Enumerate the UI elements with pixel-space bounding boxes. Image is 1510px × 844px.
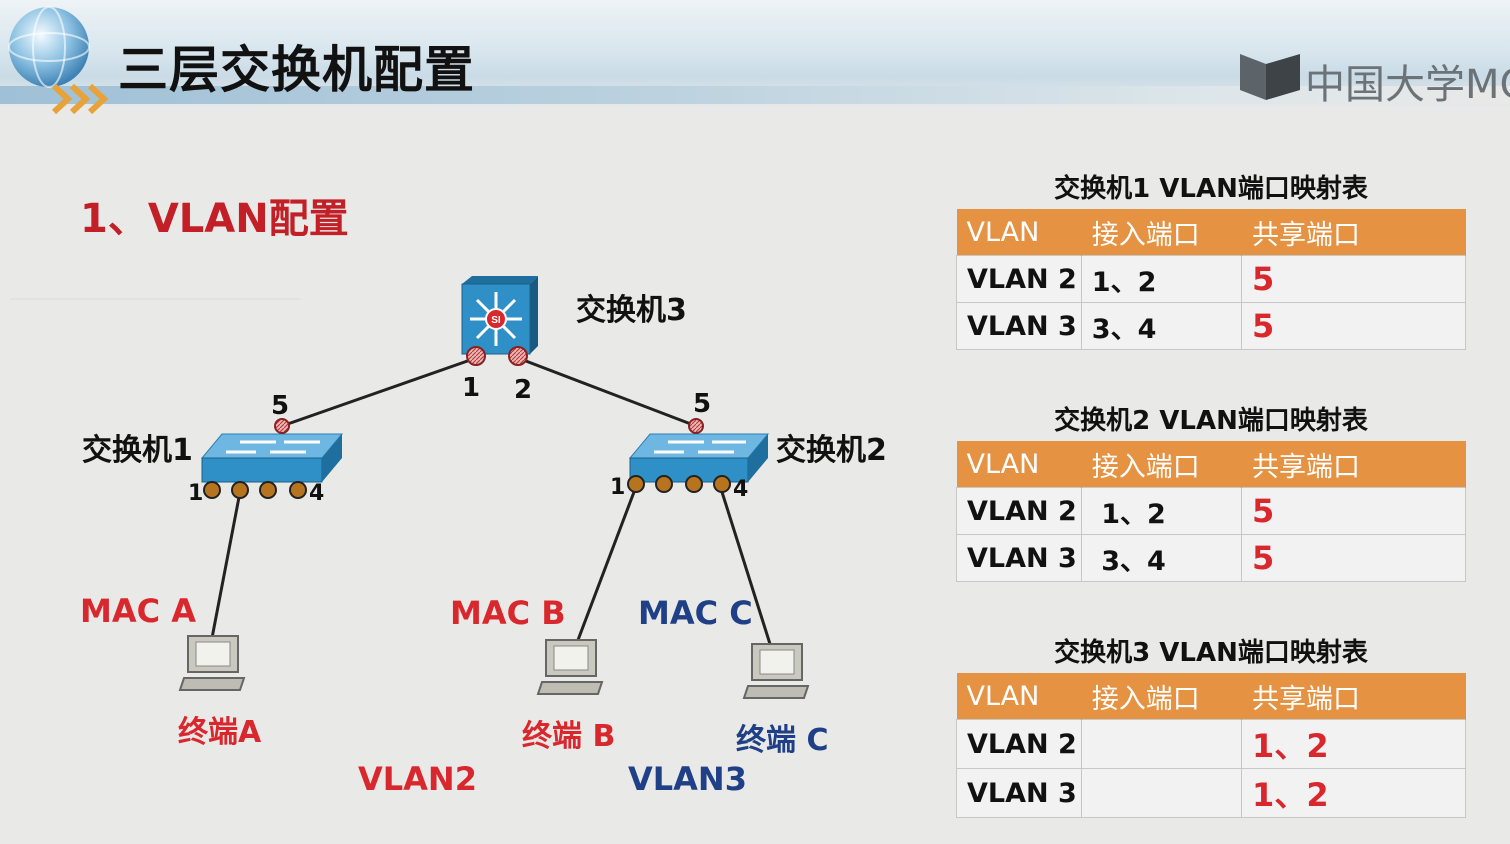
mac-c-label: MAC C: [638, 594, 753, 632]
table-cell: 1、2: [1241, 768, 1466, 818]
sw3-port-label-1: 1: [462, 373, 480, 403]
table-cell: VLAN 3: [956, 534, 1082, 582]
mac-b-label: MAC B: [450, 594, 566, 632]
section-title: 1、VLAN配置: [80, 196, 349, 242]
link-sw3-sw2: [517, 356, 697, 428]
table-header: VLAN: [956, 209, 1082, 256]
table-header: 共享端口: [1241, 673, 1466, 720]
table3: VLAN 接入端口 共享端口 VLAN 2 1、2 VLAN 3 1、2: [956, 673, 1466, 818]
network-diagram: SI: [80, 276, 887, 798]
header-band: [0, 86, 1510, 104]
mac-a-label: MAC A: [80, 592, 196, 630]
table-row: VLAN 3 1、2: [956, 768, 1466, 818]
table-cell: VLAN 2: [956, 255, 1082, 303]
layer3-switch-icon: SI: [461, 276, 538, 366]
table-row: VLAN 2 1、2 5: [956, 255, 1466, 303]
table-row: VLAN 2 1、2 5: [956, 487, 1466, 535]
switch3-label: 交换机3: [576, 293, 687, 328]
table-cell: 1、2: [1080, 487, 1243, 535]
switch2-icon: [627, 418, 770, 493]
computer-c-icon: [742, 643, 810, 699]
globe-icon: [8, 6, 90, 88]
terminal-c-label: 终端 C: [736, 723, 828, 758]
computer-a-icon: [178, 635, 246, 691]
link-sw3-sw1: [281, 356, 477, 428]
table-row: VLAN 2 1、2: [956, 719, 1466, 769]
sw1-uplink-port-label: 5: [271, 391, 289, 421]
switch2-label: 交换机2: [776, 433, 887, 468]
table3-title: 交换机3 VLAN端口映射表: [1054, 638, 1368, 668]
table-cell: VLAN 2: [956, 487, 1082, 535]
table-row: VLAN 3 3、4 5: [956, 534, 1466, 582]
table-header: VLAN: [956, 673, 1082, 720]
logo-text: 中国大学MC: [1305, 62, 1510, 108]
link-sw1-terminal-a: [210, 491, 242, 639]
table-cell: 5: [1241, 534, 1466, 582]
terminal-a-label: 终端A: [178, 715, 262, 750]
sw2-port-last-label: 4: [733, 477, 748, 502]
table-cell: 3、4: [1080, 534, 1243, 582]
vlan3-label: VLAN3: [628, 760, 747, 798]
switch1-label: 交换机1: [82, 433, 193, 468]
table-header: VLAN: [956, 441, 1082, 488]
terminal-b-label: 终端 B: [522, 719, 615, 754]
table-row: VLAN 3 3、4 5: [956, 302, 1466, 350]
sw2-port-first-label: 1: [610, 475, 625, 500]
table-header: 接入端口: [1081, 441, 1243, 488]
page-title: 三层交换机配置: [118, 41, 475, 99]
table-header: 共享端口: [1241, 209, 1466, 256]
switch1-icon: [200, 418, 344, 499]
sw1-port-first-label: 1: [188, 481, 203, 506]
links: [210, 356, 772, 645]
switch-icon-text: SI: [491, 315, 501, 326]
table1: VLAN 接入端口 共享端口 VLAN 2 1、2 5 VLAN 3 3、4 5: [956, 209, 1466, 350]
sw2-uplink-port-label: 5: [693, 389, 711, 419]
table-cell: 5: [1241, 255, 1466, 303]
sw3-port-2: [508, 346, 528, 366]
table-cell: 1、2: [1080, 255, 1243, 303]
table-cell: [1080, 719, 1243, 769]
computer-b-icon: [536, 639, 604, 695]
table-header: 接入端口: [1081, 209, 1243, 256]
divider: [10, 298, 300, 300]
table-cell: 5: [1241, 487, 1466, 535]
table-cell: VLAN 3: [956, 302, 1082, 350]
table-cell: [1080, 768, 1243, 818]
table-cell: VLAN 2: [956, 719, 1082, 769]
table-cell: 3、4: [1080, 302, 1243, 350]
link-sw2-terminal-b: [576, 491, 636, 641]
table-cell: 1、2: [1241, 719, 1466, 769]
sw1-uplink-port: [274, 418, 290, 434]
table2: VLAN 接入端口 共享端口 VLAN 2 1、2 5 VLAN 3 3、4 5: [956, 441, 1466, 582]
table-header: 接入端口: [1081, 673, 1243, 720]
sw2-uplink-port: [688, 418, 704, 434]
table-cell: 5: [1241, 302, 1466, 350]
mooc-logo-icon: [1240, 54, 1300, 100]
table-header: 共享端口: [1241, 441, 1466, 488]
link-sw2-terminal-c: [720, 491, 772, 645]
table1-title: 交换机1 VLAN端口映射表: [1054, 174, 1368, 204]
sw3-port-label-2: 2: [514, 375, 532, 405]
sw3-port-1: [466, 346, 486, 366]
sw1-port-last-label: 4: [309, 481, 324, 506]
vlan2-label: VLAN2: [358, 760, 477, 798]
table2-title: 交换机2 VLAN端口映射表: [1054, 406, 1368, 436]
table-cell: VLAN 3: [956, 768, 1082, 818]
chevron-icon: [52, 84, 109, 114]
